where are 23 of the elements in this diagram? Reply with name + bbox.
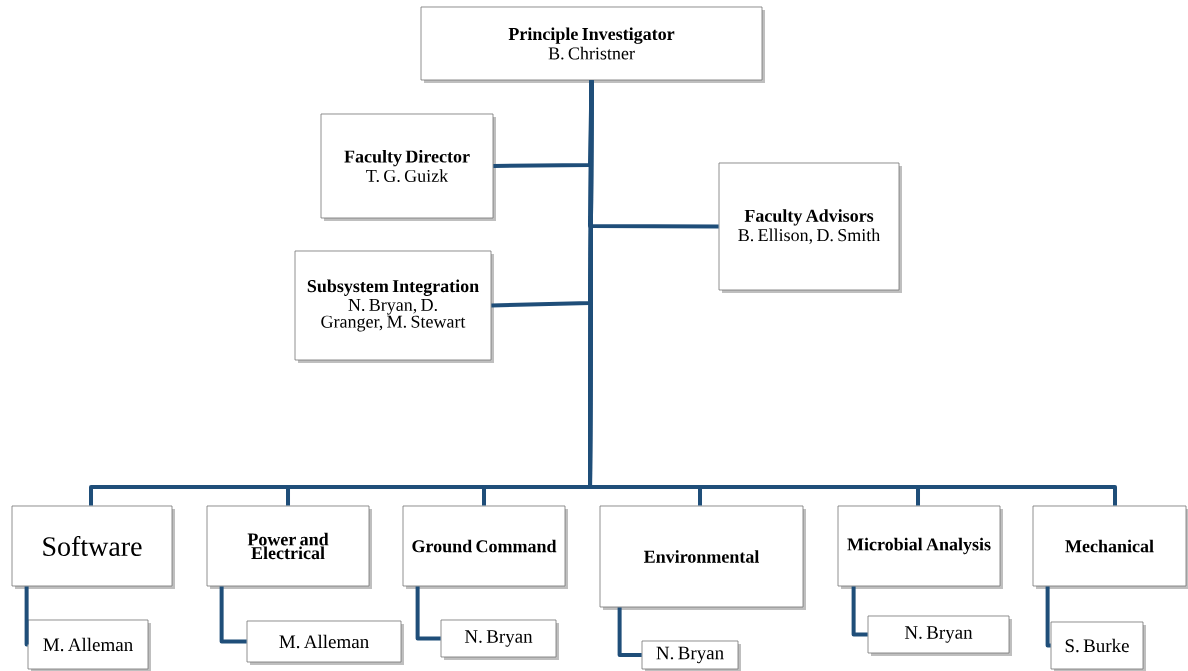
connector-line [851,586,868,637]
connector-line [415,586,441,641]
connector-line [219,586,247,644]
connector-line [617,607,642,657]
org-box: Environmental [599,505,806,610]
org-box: Microbial Analysis [837,505,1003,589]
name-box: N. Bryan [440,619,559,660]
connector-line [1045,586,1051,648]
org-box: Subsystem Integration N. Bryan, D. Granger, M. Stewart [294,250,494,363]
org-box: Software [11,505,175,589]
org-box: Principle Investigator B. Christner [420,6,765,83]
name-box: N. Bryan [641,640,741,671]
org-box: Mechanical [1032,505,1188,589]
org-box: Faculty Advisors B. Ellison, D. Smith [718,162,902,293]
name-box: N. Bryan [867,615,1012,656]
org-box: Ground Command [402,505,568,589]
name-box: S. Burke [1050,621,1146,671]
org-box: Power and Electrical [206,505,372,589]
name-box: M. Alleman [27,619,151,671]
connector-line [588,80,1117,506]
name-box: M. Alleman [246,620,404,665]
connector-line [24,586,30,647]
org-box: Faculty Director T. G. Guizk [320,113,496,221]
